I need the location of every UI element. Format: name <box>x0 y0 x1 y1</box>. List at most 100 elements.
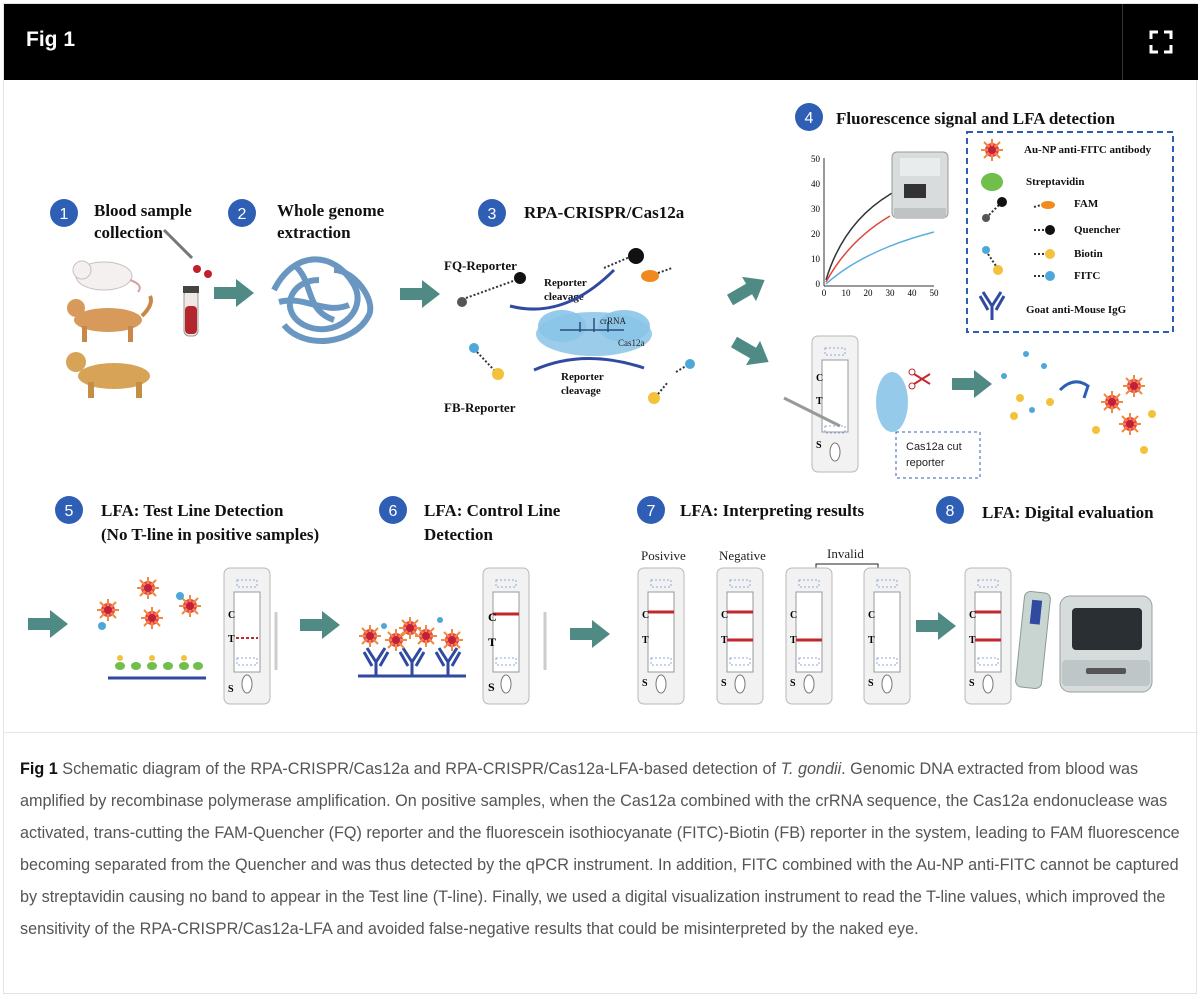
diagram-label: 20 <box>811 229 821 239</box>
cleavage-bottom-label-2: cleavage <box>561 385 601 397</box>
expand-button[interactable] <box>1122 4 1198 80</box>
diagram-label: 10 <box>811 254 821 264</box>
caption-species: T. gondii <box>780 760 842 778</box>
diagram-label: 5 <box>65 503 74 520</box>
mouse-illustration <box>72 260 141 293</box>
lfa-strip-step4 <box>811 335 859 473</box>
step-8-badge: 8 <box>936 496 964 524</box>
caption-label: Fig 1 <box>20 760 58 778</box>
step-6-title-2: Detection <box>424 525 493 544</box>
reader-cassette-illustration <box>1015 590 1051 690</box>
cleavage-arrow-top <box>509 268 616 311</box>
step-3-title: RPA-CRISPR/Cas12a <box>524 203 685 222</box>
strip6-t-label: T <box>488 635 496 649</box>
strip4-t-label: T <box>816 396 823 407</box>
diagram-label: 50 <box>930 288 940 298</box>
step-2-title: Whole genome <box>277 201 385 220</box>
legend-box: Au-NP anti-FITC antibody Streptavidin FA… <box>966 131 1174 333</box>
dog-illustration <box>66 352 150 398</box>
released-reporters <box>1001 351 1090 420</box>
strip4-s-label: S <box>816 440 822 451</box>
qpcr-instrument-illustration <box>891 151 949 219</box>
step-1-title-2: collection <box>94 223 163 242</box>
diagram-label: 7 <box>647 503 656 520</box>
cas12a-cut-cloud <box>876 372 908 432</box>
flow-arrow-4-release <box>952 370 992 398</box>
diagram-label: 30 <box>811 204 821 214</box>
diagram-label: 30 <box>886 288 896 298</box>
diagram-label: T <box>868 635 875 646</box>
strip4-c-label: C <box>816 373 823 384</box>
cleaved-fq-fragments <box>603 248 673 282</box>
scissors-icon <box>908 368 931 390</box>
figure-viewer: Fig 1 <box>3 3 1198 994</box>
legend-aunp: Au-NP anti-FITC antibody <box>1024 144 1152 156</box>
step-6-title: LFA: Control Line <box>424 501 561 520</box>
legend-streptavidin: Streptavidin <box>1026 176 1084 188</box>
result-positive-label: Posivive <box>641 548 686 563</box>
diagram-label: C <box>969 610 976 621</box>
figure-title: Fig 1 <box>26 28 76 51</box>
caption-text-2: . Genomic DNA extracted from blood was a… <box>20 760 1180 938</box>
diagram-label: 1 <box>60 206 69 223</box>
cleavage-top-label: Reporter <box>544 277 587 289</box>
blood-tube-illustration <box>183 286 199 337</box>
flow-arrow-into-5 <box>28 610 68 638</box>
step-1-title: Blood sample <box>94 201 192 220</box>
schematic-diagram: 1 Blood sample collection <box>28 103 1174 705</box>
flow-arrow-5-6 <box>300 611 340 639</box>
diagram-label: 6 <box>389 503 398 520</box>
cas12a-label: Cas12a <box>618 338 645 348</box>
flow-arrow-6-7 <box>570 620 610 648</box>
strip5-c-label: C <box>228 610 235 621</box>
flow-arrow-7-8 <box>916 612 956 640</box>
legend-fitc: FITC <box>1074 270 1100 282</box>
legend-fam: FAM <box>1074 198 1099 210</box>
syringe-illustration <box>162 228 212 278</box>
caption-text-1: Schematic diagram of the RPA-CRISPR/Cas1… <box>57 760 781 778</box>
diagram-label: C <box>721 610 728 621</box>
diagram-label: 40 <box>908 288 918 298</box>
crrna-label: crRNA <box>600 316 626 326</box>
digital-reader-instrument <box>1059 595 1153 693</box>
step-4-badge: 4 <box>795 103 823 131</box>
legend-quencher: Quencher <box>1074 224 1121 236</box>
diagram-label: 4 <box>805 110 814 127</box>
diagram-label: 20 <box>864 288 874 298</box>
legend-biotin: Biotin <box>1074 248 1103 260</box>
fullscreen-expand-icon <box>1149 30 1173 54</box>
step-5-title-2: (No T-line in positive samples) <box>101 525 319 544</box>
fq-reporter-label: FQ-Reporter <box>444 258 517 273</box>
cleavage-bottom-label: Reporter <box>561 371 604 383</box>
step-8-title: LFA: Digital evaluation <box>982 503 1154 522</box>
diagram-label: 2 <box>238 206 247 223</box>
flow-arrow-3-4-down <box>727 329 776 375</box>
strip6-c-label: C <box>488 610 497 624</box>
diagram-label: C <box>790 610 797 621</box>
legend-igg: Goat anti-Mouse IgG <box>1026 304 1127 316</box>
step-7-badge: 7 <box>637 496 665 524</box>
lfa-strip-step5 <box>223 567 271 705</box>
step-2-title-2: extraction <box>277 223 351 242</box>
diagram-label: S <box>969 678 975 689</box>
diagram-label: S <box>790 678 796 689</box>
cleavage-arrow-bottom <box>533 356 645 372</box>
step-3-badge: 3 <box>478 199 506 227</box>
control-line-binding-illustration <box>358 616 466 678</box>
fb-reporter-molecule <box>469 343 504 380</box>
cut-reporter-label-2: reporter <box>906 457 945 469</box>
diagram-label: 40 <box>811 179 821 189</box>
diagram-label: S <box>868 678 874 689</box>
schematic-figure[interactable]: 1 Blood sample collection <box>4 80 1198 732</box>
diagram-label: 0 <box>822 288 827 298</box>
strip5-s-label: S <box>228 684 234 695</box>
dna-genome-illustration <box>271 256 374 344</box>
cas12a-complex <box>536 310 652 356</box>
fb-reporter-label: FB-Reporter <box>444 400 516 415</box>
diagram-label: S <box>642 678 648 689</box>
figure-caption: Fig 1 Schematic diagram of the RPA-CRISP… <box>4 732 1198 994</box>
diagram-label: 10 <box>842 288 852 298</box>
lfa-strip-positive <box>637 567 685 705</box>
diagram-label: T <box>721 635 728 646</box>
diagram-label: 3 <box>488 206 497 223</box>
